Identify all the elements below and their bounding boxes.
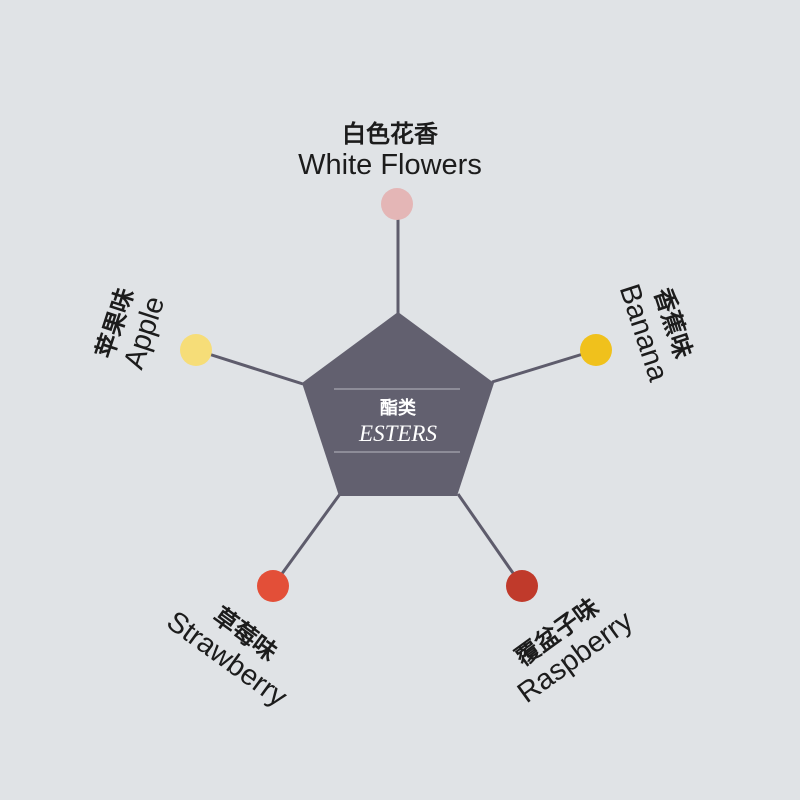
- nodes: [180, 188, 612, 602]
- label-white-flowers-en: White Flowers: [298, 149, 482, 181]
- label-white-flowers: 白色花香 White Flowers: [298, 120, 482, 181]
- label-banana: 香蕉味 Banana: [613, 280, 698, 386]
- label-apple: 苹果味 Apple: [91, 285, 172, 373]
- node-dot-banana: [580, 334, 612, 366]
- center-pentagon: [302, 312, 494, 496]
- connectors: [195, 218, 597, 587]
- label-strawberry: 草莓味 Strawberry: [161, 602, 294, 714]
- connector-strawberry: [271, 493, 342, 587]
- node-dot-white-flowers: [381, 188, 413, 220]
- connector-banana: [491, 348, 597, 384]
- label-white-flowers-zh: 白色花香: [342, 120, 439, 148]
- connector-apple: [195, 348, 304, 386]
- center-label-zh: 酯类: [380, 397, 417, 419]
- node-dot-raspberry: [506, 570, 538, 602]
- node-dot-strawberry: [257, 570, 289, 602]
- center-node: 酯类 ESTERS: [302, 312, 494, 496]
- connector-raspberry: [456, 493, 524, 587]
- node-dot-apple: [180, 334, 212, 366]
- center-label-en: ESTERS: [358, 421, 437, 446]
